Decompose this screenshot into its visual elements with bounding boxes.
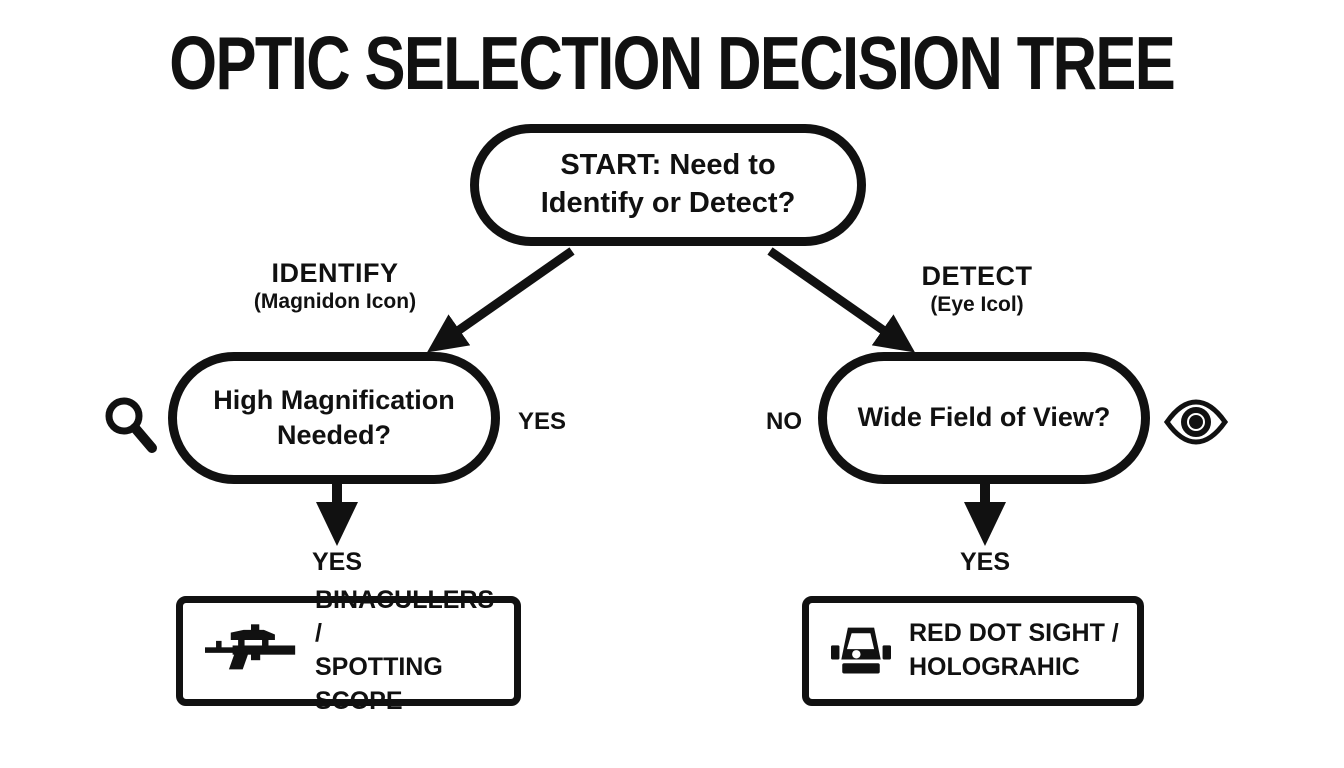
down-answer-yes-left: YES <box>311 548 363 576</box>
arrow-start-to-identify <box>426 247 575 353</box>
decision-fov-label: Wide Field of View? <box>857 402 1111 433</box>
decision-node-fov: Wide Field of View? <box>818 352 1150 484</box>
decision-node-magnification: High Magnification Needed? <box>168 352 500 484</box>
branch-detect-subtitle: (Eye Icol) <box>930 293 1024 316</box>
branch-identify-title: IDENTIFY <box>271 258 399 288</box>
page-title-text: OPTIC SELECTION DECISION TREE <box>169 21 1177 105</box>
red-dot-sight-icon <box>831 627 891 674</box>
scoped-rifle-icon <box>205 624 296 670</box>
down-answer-yes-right: YES <box>959 548 1011 576</box>
result-box-identify: BINACULLERS / SPOTTING SCOPE <box>176 586 521 715</box>
magnifier-icon <box>105 397 157 453</box>
decision-magnification-label: High Magnification Needed? <box>213 384 455 450</box>
side-answer-yes: YES <box>517 408 567 435</box>
branch-label-identify: IDENTIFY (Magnidon Icon) <box>225 258 445 314</box>
page-title: OPTIC SELECTION DECISION TREE <box>0 20 1344 106</box>
eye-icon <box>1164 399 1228 445</box>
result-identify-label: BINACULLERS / SPOTTING SCOPE <box>315 585 495 715</box>
branch-label-detect: DETECT (Eye Icol) <box>867 261 1087 317</box>
branch-identify-subtitle: (Magnidon Icon) <box>253 290 417 313</box>
result-box-detect: RED DOT SIGHT / HOLOGRAHIC <box>802 596 1144 706</box>
start-node-label: START: Need to Identify or Detect? <box>540 149 796 219</box>
side-answer-no: NO <box>766 408 802 435</box>
branch-detect-title: DETECT <box>921 261 1033 291</box>
result-detect-label: RED DOT SIGHT / HOLOGRAHIC <box>909 619 1119 681</box>
start-node: START: Need to Identify or Detect? <box>470 124 866 246</box>
